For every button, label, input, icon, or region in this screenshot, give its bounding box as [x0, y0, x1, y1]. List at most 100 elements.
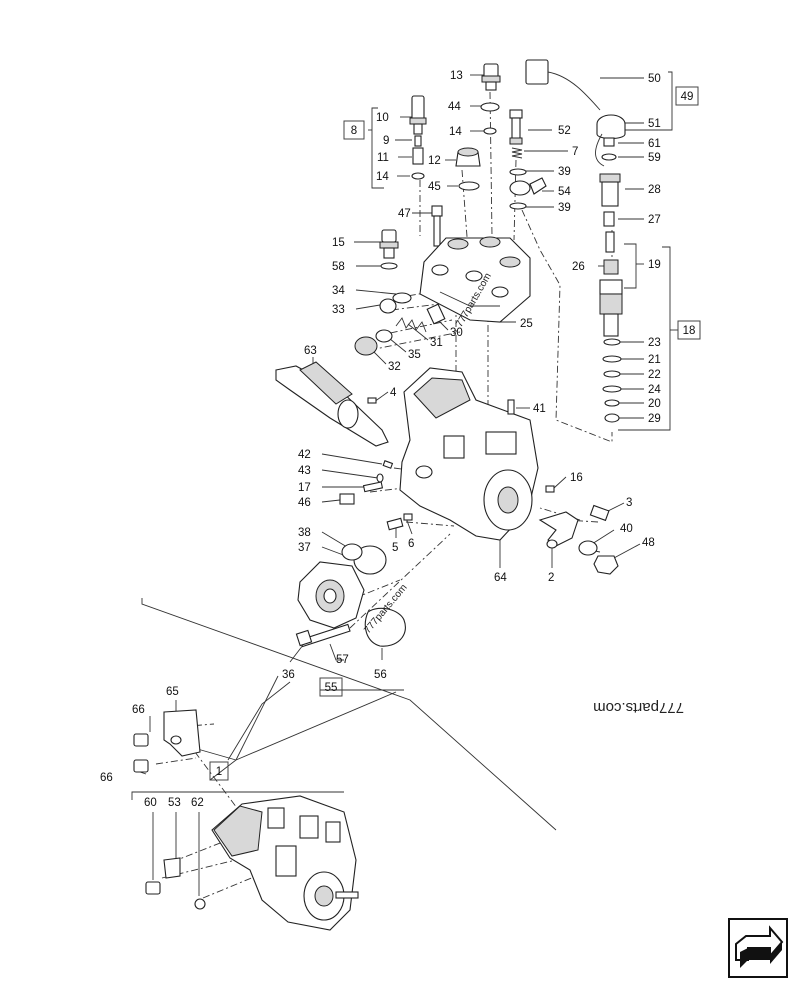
part-43-oring: [376, 473, 384, 483]
callout-7: 7: [572, 146, 578, 158]
part-39a-washer: [509, 168, 527, 176]
part-11-valve: [412, 147, 424, 165]
callout-47: 47: [398, 208, 411, 220]
callout-24: 24: [648, 384, 661, 396]
part-35-oring: [375, 329, 393, 343]
callout-labels: 13 44 14 10 9 11 14 12 45 52 7 39 54 39 …: [100, 70, 661, 809]
part-59-oring: [601, 153, 617, 161]
part-51-solenoid: [595, 114, 626, 167]
callout-41: 41: [533, 403, 546, 415]
callout-3: 3: [626, 497, 632, 509]
callout-30: 30: [450, 327, 463, 339]
callout-13: 13: [450, 70, 463, 82]
part-2-lever: [538, 511, 579, 549]
part-12-cap: [455, 147, 481, 167]
callout-17: 17: [298, 482, 311, 494]
callout-43: 43: [298, 465, 311, 477]
part-66b-bolt: [133, 759, 149, 773]
part-39b-washer: [509, 202, 527, 210]
callout-14: 14: [449, 126, 462, 138]
callout-9: 9: [383, 135, 389, 147]
callout-20: 20: [648, 398, 661, 410]
callout-65: 65: [166, 686, 179, 698]
part-5-fitting: [386, 517, 404, 531]
leader-lines: [131, 71, 678, 896]
part-48-nut: [593, 555, 619, 575]
callout-2: 2: [548, 572, 554, 584]
callout-57: 57: [336, 654, 349, 666]
part-56-gasket: [364, 607, 406, 647]
callout-54: 54: [558, 186, 571, 198]
callout-14: 14: [376, 171, 389, 183]
part-60-bolt: [145, 881, 161, 895]
callout-42: 42: [298, 449, 311, 461]
phantom-lines: [155, 91, 613, 899]
part-31-spring: [395, 317, 427, 333]
callout-52: 52: [558, 125, 571, 137]
callout-10: 10: [376, 112, 389, 124]
part-13-plug: [481, 63, 501, 91]
callout-62: 62: [191, 797, 204, 809]
part-25-distributor-head: [419, 236, 531, 323]
part-19-valve-assembly: [599, 231, 623, 337]
callout-37: 37: [298, 542, 311, 554]
callout-58: 58: [332, 261, 345, 273]
part-58-washer: [380, 262, 398, 270]
part-15-fitting: [379, 229, 399, 259]
callout-59: 59: [648, 152, 661, 164]
callout-22: 22: [648, 369, 661, 381]
callout-46: 46: [298, 497, 311, 509]
callout-39: 39: [558, 166, 571, 178]
part-47-bolt: [431, 205, 443, 247]
callout-23: 23: [648, 337, 661, 349]
callout-21: 21: [648, 354, 661, 366]
part-63-drive-shaft: [275, 361, 389, 447]
group-box-55: 55: [319, 677, 343, 697]
part-64-pump-body: [399, 367, 539, 541]
callout-38: 38: [298, 527, 311, 539]
part-7-spring: [511, 147, 523, 159]
part-62-oring: [194, 898, 206, 910]
svg-text:55: 55: [325, 682, 338, 694]
callout-19: 19: [648, 259, 661, 271]
part-57-cover: [297, 561, 365, 629]
group-box-8: 8: [343, 120, 365, 140]
callout-63: 63: [304, 345, 317, 357]
callout-15: 15: [332, 237, 345, 249]
next-page-arrow-icon: [735, 925, 784, 968]
svg-text:49: 49: [681, 91, 694, 103]
callout-44: 44: [448, 101, 461, 113]
part-14b-washer: [411, 172, 425, 180]
callout-61: 61: [648, 138, 661, 150]
part-45-oring: [458, 181, 480, 191]
callout-33: 33: [332, 304, 345, 316]
part-66a-bolt: [133, 733, 149, 747]
part-32-cap: [354, 336, 378, 356]
part-40-washer: [578, 540, 598, 556]
callout-16: 16: [570, 472, 583, 484]
part-46-bolt: [339, 493, 355, 505]
part-61-nut: [603, 137, 615, 147]
part-50-connector: [525, 59, 601, 111]
callout-32: 32: [388, 361, 401, 373]
part-34-washer: [392, 292, 412, 304]
part-9-pin: [414, 135, 422, 147]
part-14-washer: [483, 127, 497, 135]
part-17-screw: [362, 481, 384, 493]
part-44-oring: [480, 102, 500, 112]
part-37-oring: [341, 543, 363, 561]
part-52-valve: [509, 109, 523, 145]
callout-12: 12: [428, 155, 441, 167]
callout-4: 4: [390, 387, 397, 399]
next-page-button[interactable]: [728, 918, 788, 978]
callout-39: 39: [558, 202, 571, 214]
callout-66: 66: [132, 704, 145, 716]
part-30-plug: [426, 303, 446, 325]
callout-45: 45: [428, 181, 441, 193]
svg-text:18: 18: [683, 325, 696, 337]
part-54-banjo: [509, 177, 547, 196]
watermark-main: 777parts.com: [593, 699, 684, 716]
part-3-bolt: [589, 504, 610, 522]
svg-text:1: 1: [216, 766, 222, 778]
callout-40: 40: [620, 523, 633, 535]
